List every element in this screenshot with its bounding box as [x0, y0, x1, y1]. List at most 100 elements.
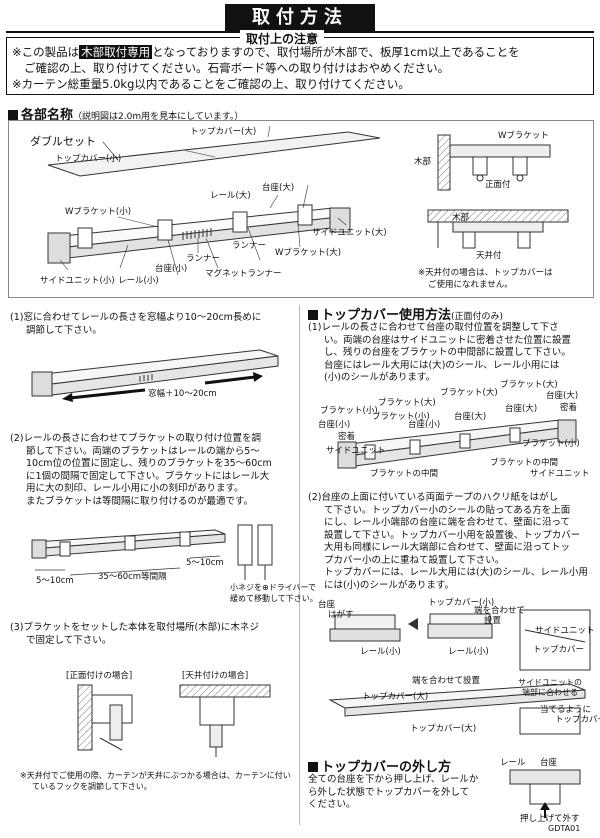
label-base-large-1: 台座(大) [454, 412, 487, 422]
step3-ceiling-label: [天井付けの場合] [182, 671, 249, 681]
label-align-end-1: 端を合わせて [474, 606, 526, 616]
mount-diagram [427, 134, 569, 249]
remove-heading-text: トップカバーの外し方 [321, 760, 452, 775]
step2-line-1: (2)レールの長さに合わせてブラケットの取り付け位置を調 [10, 433, 261, 444]
label-top-cover-small: トップカバー(小) [55, 154, 122, 164]
double-set-label: ダブルセット [30, 135, 96, 148]
notice-line-1-post: となっておりますので、取付場所が木部で、板厚1cm以上であることを [152, 45, 520, 59]
parts-note: （説明図は2.0m用を見本にしています。） [73, 112, 244, 122]
notice-line-1: ※この製品は木部取付専用となっておりますので、取付場所が木部で、板厚1cm以上で… [12, 45, 520, 60]
step3-line2: で固定して下さい。 [26, 635, 112, 646]
step2-line-4: に1個の間隔で固定して下さい。ブラケットにはレール大 [26, 470, 270, 482]
step2-dim-left: 5～10cm [36, 576, 74, 586]
label-bracket-mid-2: ブラケットの中間 [490, 458, 559, 468]
r-step2-diagram [328, 609, 591, 735]
r-step1-line-5: (小)のシールがあります。 [324, 372, 435, 383]
r-step2-text: (2)台座の上面に付いている両面テープのハクリ紙をはがし て下さい。トップカバー… [308, 492, 588, 592]
parts-heading-text: 各部名称 [21, 108, 74, 123]
label-w-bracket: Wブラケット [498, 131, 549, 141]
label-side-unit: サイドユニット [535, 626, 595, 636]
notice-line-1-pre: ※この製品は [12, 45, 80, 59]
step2-screw-note-2: 緩めて移動して下さい。 [230, 594, 318, 603]
section-marker-icon [308, 762, 318, 772]
r-step1-text: (1)レールの長さに合わせて台座の取付位置を調整して下さ い。両端の台座はサイド… [308, 322, 571, 385]
step1-diagram [31, 349, 279, 402]
label-rail-small-b: レール(小) [448, 647, 489, 657]
top-cover-shape [47, 131, 381, 177]
ceiling-note-2: ご使用になれません。 [428, 280, 513, 290]
r-step1-line-3: し、残りの台座をブラケットの中間部に設置して下さい。 [324, 347, 571, 358]
step1-line1: (1)窓に合わせてレールの長さを窓幅より10～20cm長めに [10, 312, 262, 323]
label-bracket-large-2: ブラケット(大) [440, 388, 498, 398]
label-side-unit-1: サイドユニット [326, 446, 386, 456]
r-step2-line-3: にし、レール小端部の台座に端を合わせて、壁面に沿って [324, 517, 571, 528]
label-top-cover-large-b: トップカバー(大) [410, 724, 477, 734]
label-peel: はがす [328, 610, 354, 620]
step2-diagram [31, 524, 273, 580]
label-base: 台座 [318, 600, 336, 610]
side-unit-small-shape [47, 232, 71, 264]
r-step1-line-4: 台座にはレール大用には(大)のシール、レール小用には [324, 359, 560, 371]
label-base-small-1: 台座(小) [318, 420, 351, 430]
label-runner-1: ランナー [186, 254, 221, 264]
label-align-end-2: 設置 [484, 616, 502, 626]
parts-panel [8, 120, 594, 298]
label-wood-ceiling: 木部 [452, 213, 470, 223]
remove-heading: トップカバーの外し方 [308, 756, 451, 775]
parts-diagram [47, 125, 381, 276]
top-cover-usage-heading-text: トップカバー使用方法 [321, 308, 452, 323]
step1-line2: 調節して下さい。 [26, 325, 102, 336]
r-step2-line-5: 大用も同様にレール大端部に合わせて、壁面に沿ってトッ [324, 542, 571, 553]
remove-diagram [509, 769, 581, 818]
remove-text: 全ての台座を下から押し上げ、レールか ら外した状態でトップカバーを外して くださ… [308, 774, 478, 812]
label-w-bracket-small: Wブラケット(小) [65, 207, 132, 217]
label-contact-1: 密着 [338, 432, 356, 442]
label-rail-small: レール(小) [118, 276, 159, 286]
r-step2-line-2: て下さい。トップカバー小のシールの貼ってある方を上面 [324, 504, 571, 516]
step1-dimension: 窓幅＋10～20cm [148, 389, 217, 399]
step2-line-6: またブラケットは等間隔に取り付けるのが最適です。 [26, 495, 254, 507]
top-cover-usage-heading: トップカバー使用方法(正面付のみ) [308, 304, 503, 323]
top-cover-usage-note: (正面付のみ) [451, 312, 504, 322]
remove-line-2: ら外した状態でトップカバーを外して [308, 786, 470, 798]
side-unit-note-2: 端部に合わせる [522, 688, 578, 697]
remove-line-3: ください。 [308, 799, 356, 810]
step3-note-1: ※天井付でご使用の際、カーテンが天井にぶつかる場合は、カーテンに付い [20, 771, 291, 780]
label-side-unit-small: サイドユニット(小) [40, 276, 115, 286]
step3-diagram [77, 684, 271, 757]
r-step1-line-2: い。両端の台座はサイドユニットに密着させた位置に設置 [324, 334, 572, 346]
r-step2-line-1: (2)台座の上面に付いている両面テープのハクリ紙をはがし [308, 492, 559, 503]
remove-label-push: 押し上げて外す [520, 814, 580, 824]
label-wood-front: 木部 [414, 157, 432, 167]
label-top-cover-small: トップカバー(小) [428, 598, 495, 608]
r-step2-line-4: 設置して下さい。トップカバー小用を設置後、トップカバー [324, 529, 581, 541]
label-rail-large: レール(大) [210, 191, 251, 201]
section-marker-icon [308, 310, 318, 320]
label-side-unit-large: サイドユニット(大) [312, 228, 387, 238]
notice-heading: 取付上の注意 [240, 30, 325, 47]
step2-screw-note-1: 小ネジを⊕ドライバーで [230, 583, 317, 592]
side-unit-note-1: サイドユニットの [518, 678, 582, 687]
label-contact-2: 密着 [560, 403, 578, 413]
label-ceiling-mount: 天井付 [476, 251, 502, 261]
label-base-large-2: 台座(大) [505, 404, 538, 414]
label-top-cover-large: トップカバー(大) [190, 127, 257, 137]
label-top-cover-3: トップカバー [555, 715, 600, 725]
page-title: 取付方法 [225, 4, 375, 32]
step3-note-2: ているフックを調節して下さい。 [32, 782, 152, 791]
label-bracket-large-1: ブラケット(大) [378, 398, 436, 408]
label-base-large-3: 台座(大) [546, 391, 579, 401]
label-abut: 当てるように [540, 705, 592, 715]
label-base-small-2: 台座(小) [408, 420, 441, 430]
label-rail-small-a: レール(小) [360, 647, 401, 657]
label-runner-2: ランナー [232, 241, 267, 251]
ceiling-note-1: ※天井付の場合は、トップカバーは [418, 268, 553, 278]
label-bracket-large-3: ブラケット(大) [500, 380, 558, 390]
column-divider [299, 305, 300, 825]
label-bracket-small-3: ブラケット(小) [522, 439, 580, 449]
label-bracket-mid-1: ブラケットの中間 [370, 469, 439, 479]
label-side-unit-2: サイドユニット [530, 469, 590, 479]
step3-line1: (3)ブラケットをセットした本体を取付場所(木部)に木ネジ [10, 622, 259, 633]
label-magnet-runner: マグネットランナー [205, 269, 282, 279]
r-step2-line-8: には(小)のシールがあります。 [324, 579, 454, 591]
